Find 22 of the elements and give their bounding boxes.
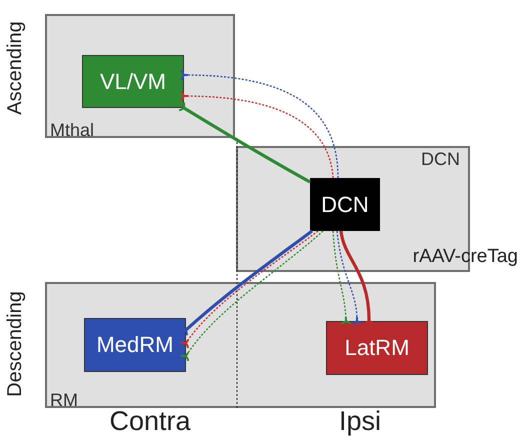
node-label: VL/VM xyxy=(100,70,166,92)
node-label: LatRM xyxy=(344,337,410,359)
node-label: DCN xyxy=(421,150,460,168)
projection-line xyxy=(178,102,311,184)
node-label: RM xyxy=(50,391,78,409)
projection-line xyxy=(180,90,334,178)
nucleus-box xyxy=(326,321,428,375)
nucleus-box xyxy=(310,178,380,231)
projection-line xyxy=(336,230,363,326)
region-box xyxy=(45,282,436,408)
node-label: Mthal xyxy=(50,121,94,139)
axis-label: Ipsi xyxy=(338,408,382,435)
axis-label: Contra xyxy=(108,408,192,435)
nucleus-box xyxy=(82,55,184,108)
axis-label: Descending xyxy=(5,290,25,399)
node-label: DCN xyxy=(321,194,369,216)
region-box xyxy=(45,14,235,138)
projection-line xyxy=(332,230,352,326)
axis-label: Ascending xyxy=(5,20,25,117)
projection-line xyxy=(180,69,339,178)
node-label: MedRM xyxy=(96,334,174,356)
nucleus-box xyxy=(84,318,186,372)
